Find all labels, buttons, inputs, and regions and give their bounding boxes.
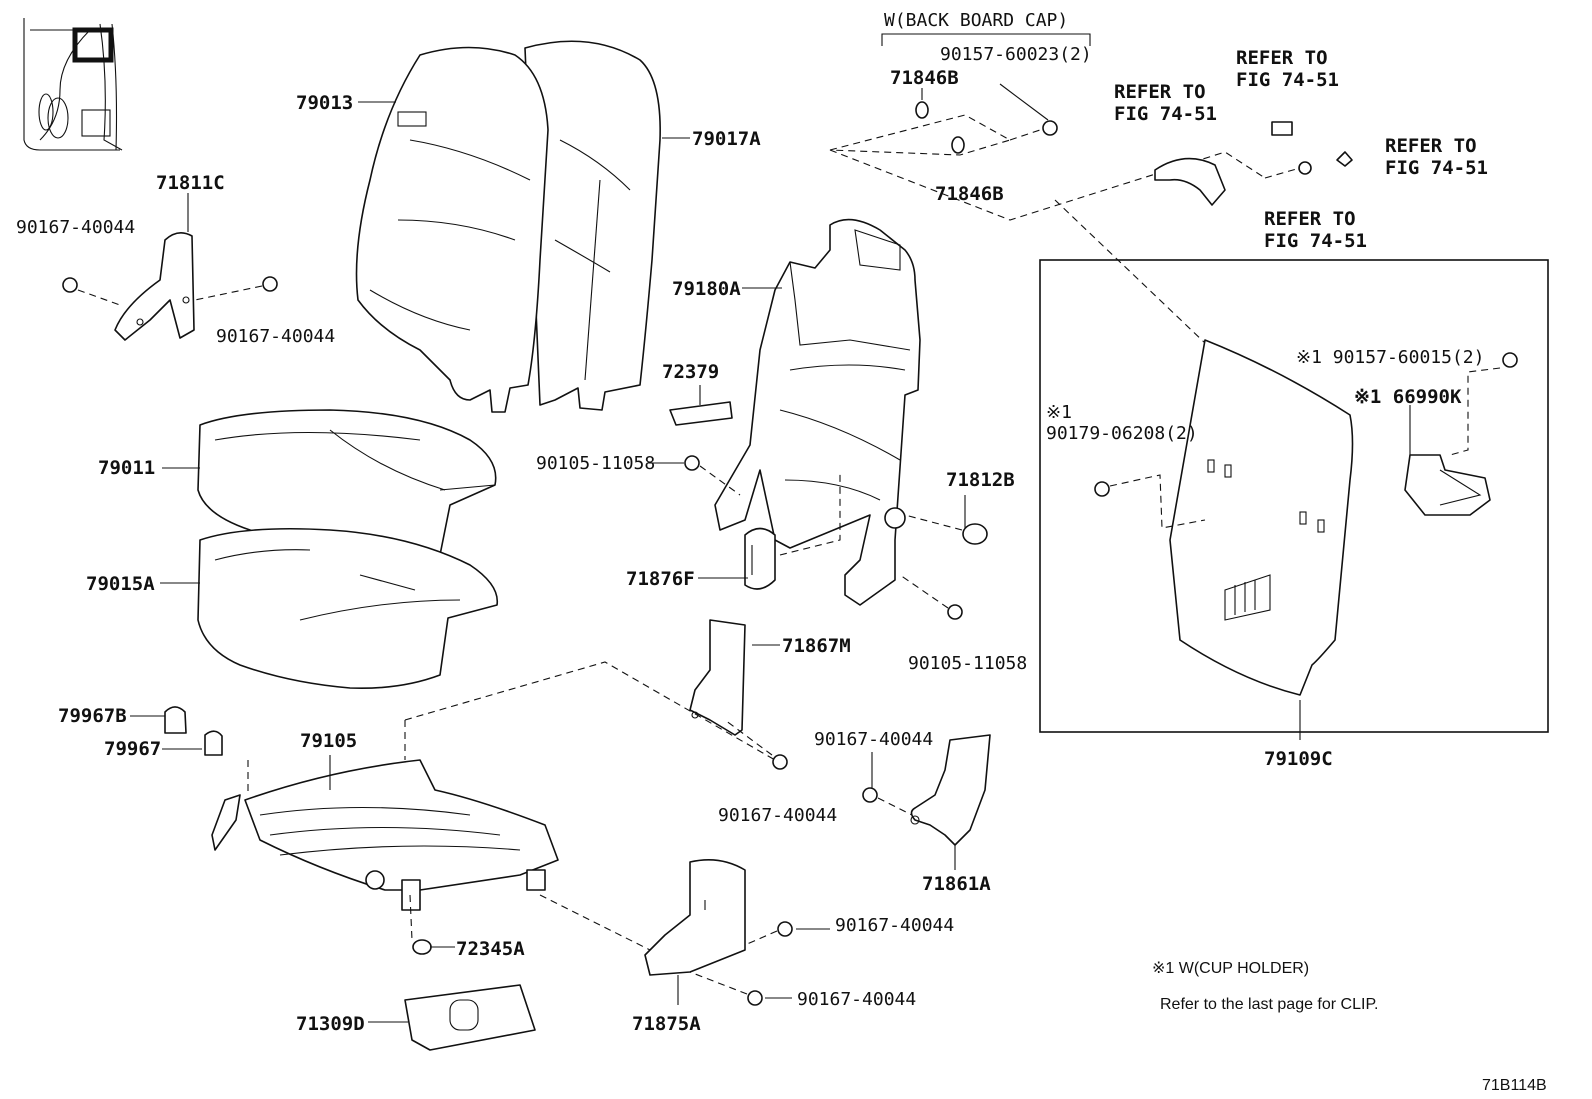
- part-label-90167-40044: 90167-40044: [814, 729, 933, 750]
- clip-note: Refer to the last page for CLIP.: [1160, 996, 1379, 1013]
- part-label-71309D: 71309D: [296, 1013, 365, 1035]
- back-board-box: [1039, 259, 1549, 733]
- refer-to-label: REFER TO: [1264, 208, 1356, 230]
- seat-cushion-pad: [197, 527, 499, 690]
- refer-to-fig-label: FIG 74-51: [1264, 230, 1367, 252]
- part-label-90167-40044: 90167-40044: [835, 915, 954, 936]
- cup-holder-66990K: [1404, 454, 1491, 516]
- part-label-72379: 72379: [662, 361, 719, 383]
- part-label-79105: 79105: [300, 730, 357, 752]
- group-label-back-board-cap: W(BACK BOARD CAP): [884, 10, 1068, 31]
- part-label-71812B: 71812B: [946, 469, 1015, 491]
- seat-back-front-cover: [355, 46, 549, 413]
- back-board-cap-group: [829, 33, 1266, 221]
- part-label-90167-40044: 90167-40044: [216, 326, 335, 347]
- bolt-icon: [684, 455, 963, 620]
- leader-dash: [779, 470, 841, 556]
- part-label-79011: 79011: [98, 457, 155, 479]
- part-label-79015A: 79015A: [86, 573, 155, 595]
- seat-back-cover: [524, 40, 661, 411]
- part-label-90167-40044: 90167-40044: [718, 805, 837, 826]
- refer-to-label: REFER TO: [1114, 81, 1206, 103]
- refer-to-fig-label: FIG 74-51: [1236, 69, 1339, 91]
- part-label-90179-06208: 90179-06208(2): [1046, 423, 1198, 444]
- bolt-icon: [62, 276, 278, 306]
- part-label-79013: 79013: [296, 92, 353, 114]
- bracket-71811C: [114, 232, 195, 341]
- part-label-71861A: 71861A: [922, 873, 991, 895]
- part-label-90105-11058: 90105-11058: [908, 653, 1027, 674]
- part-label-71846B: 71846B: [935, 183, 1004, 205]
- refer-to-fig-label: FIG 74-51: [1114, 103, 1217, 125]
- cover-71875A: [644, 859, 746, 976]
- cap-71812B: [904, 514, 988, 545]
- label-leaders: [130, 101, 1411, 1023]
- part-label-79967B: 79967B: [58, 705, 127, 727]
- seat-track-assembly: [211, 759, 559, 911]
- part-label-90167-40044: 90167-40044: [16, 217, 135, 238]
- part-label-90157-60015: ※1 90157-60015(2): [1296, 347, 1484, 368]
- bolt-icon: [1094, 352, 1518, 529]
- seat-back-frame: [714, 218, 921, 606]
- bolt-icon: [689, 719, 913, 1006]
- assist-handle: [1054, 157, 1271, 406]
- part-label-79017A: 79017A: [692, 128, 761, 150]
- part-label-79109C: 79109C: [1264, 748, 1333, 770]
- part-label-71811C: 71811C: [156, 172, 225, 194]
- label-72379: [669, 401, 733, 426]
- part-label-66990K: ※1 66990K: [1354, 386, 1462, 408]
- refer-to-label: REFER TO: [1236, 47, 1328, 69]
- back-board-79109C: [1169, 339, 1354, 696]
- cover-71876F: [744, 527, 776, 590]
- refer-to-fig-label: FIG 74-51: [1385, 157, 1488, 179]
- cover-71861A: [910, 734, 991, 846]
- refer-to-label: REFER TO: [1385, 135, 1477, 157]
- vehicle-locator-thumbnail: [23, 18, 123, 151]
- part-label-90167-40044: 90167-40044: [797, 989, 916, 1010]
- part-note-mark: ※1: [1046, 402, 1072, 423]
- part-label-71846B: 71846B: [890, 67, 959, 89]
- part-label-71875A: 71875A: [632, 1013, 701, 1035]
- diagram-code: 71B114B: [1482, 1077, 1547, 1094]
- leader-dash: [404, 661, 776, 761]
- part-label-72345A: 72345A: [456, 938, 525, 960]
- cover-71309D: [404, 984, 536, 1051]
- part-label-79967: 79967: [104, 738, 161, 760]
- part-label-71867M: 71867M: [782, 635, 851, 657]
- screw-icon: [1264, 121, 1353, 179]
- part-label-90105-11058: 90105-11058: [536, 453, 655, 474]
- part-label-71876F: 71876F: [626, 568, 695, 590]
- part-label-79180A: 79180A: [672, 278, 741, 300]
- cup-holder-note: ※1 W(CUP HOLDER): [1152, 960, 1309, 977]
- part-label-90157-60023: 90157-60023(2): [940, 44, 1092, 65]
- leader-dash: [539, 894, 651, 951]
- clip-icon: [164, 706, 223, 756]
- cap-72345A: [409, 894, 432, 955]
- cover-71867M: [689, 619, 746, 736]
